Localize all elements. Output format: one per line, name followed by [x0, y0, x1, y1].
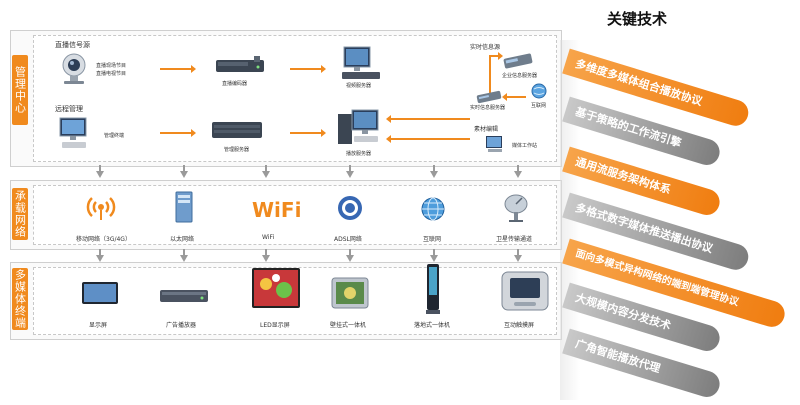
info-service-label: 企业信息服务器 [502, 73, 538, 79]
carrier-item-label: ADSL网络 [334, 236, 362, 243]
media-item-label: 广告播放器 [166, 322, 197, 329]
flow-arrow [160, 65, 196, 73]
live-encoder-label: 直播编码器 [222, 81, 248, 87]
broadcast-server-icon [338, 109, 379, 144]
carrier-item-label: 卫星传输通道 [496, 236, 533, 243]
wall-mount-icon [331, 277, 369, 309]
media-tab: 多媒体终端 [12, 268, 28, 330]
down-arrow [262, 249, 270, 262]
adsl-icon [338, 196, 362, 220]
flow-arrow [160, 129, 196, 137]
down-arrow [514, 249, 522, 262]
remote-mgmt-label: 远程管理 [55, 105, 83, 113]
camera-icon [62, 53, 86, 84]
flow-arrow [489, 55, 491, 95]
down-arrow [346, 165, 354, 178]
media-workstation-icon [486, 136, 502, 152]
flow-arrow [386, 115, 470, 123]
flow-arrow [290, 129, 326, 137]
carrier-item-label: 以太网络 [170, 236, 195, 243]
mgmt-server-icon [212, 122, 262, 138]
realtime-source-label: 实时信息源 [470, 44, 501, 51]
flow-arrow [489, 52, 503, 60]
live-source-label: 直播信号源 [55, 41, 90, 49]
media-item-label: 显示屏 [89, 322, 108, 329]
carrier-panel-inner [33, 185, 557, 245]
down-arrow [262, 165, 270, 178]
down-arrow [180, 249, 188, 262]
media-item-label: 壁挂式一体机 [330, 322, 367, 329]
realtime-server-icon [476, 90, 502, 104]
tech-item-label: 广角智能播放代理 [573, 337, 662, 376]
media-workstation-label: 媒体工作站 [512, 143, 538, 149]
internet-label: 互联网 [531, 103, 547, 109]
key-tech-title: 关键技术 [607, 10, 668, 28]
flow-arrow [502, 93, 526, 101]
live-source-item: 直播电视节目 [96, 71, 127, 77]
carrier-item-label: 移动网络（3G/4G） [76, 236, 131, 243]
encoder-icon [216, 56, 264, 72]
media-item-label: 落地式一体机 [414, 322, 451, 329]
internet-globe-icon [531, 83, 547, 99]
display-screen-icon [82, 282, 118, 304]
video-server-icon [342, 46, 380, 79]
info-service-icon [503, 53, 533, 69]
internet-globe-icon [421, 197, 445, 221]
media-item-label: 互动触摸屏 [504, 322, 535, 329]
carrier-item-label: 互联网 [423, 236, 442, 243]
material-edit-label: 素材编辑 [474, 126, 499, 133]
live-source-item: 直播现场节目 [96, 63, 127, 69]
down-arrow [96, 165, 104, 178]
down-arrow [96, 249, 104, 262]
mobile-network-icon [86, 197, 116, 220]
mgmt-terminal-label: 管理终端 [104, 133, 125, 139]
management-panel-inner [33, 35, 557, 162]
realtime-server-label: 实时信息服务器 [470, 105, 506, 111]
mgmt-terminal-icon [59, 117, 87, 148]
tech-item-label: 通用流服务架构体系 [573, 155, 673, 197]
led-display-icon [252, 268, 300, 308]
management-panel [10, 30, 562, 167]
ad-player-icon [160, 290, 208, 302]
wifi-icon: WiFi [252, 198, 302, 222]
media-item-label: LED显示屏 [260, 322, 290, 329]
tech-item-label: 基于策略的工作流引擎 [573, 105, 683, 150]
down-arrow [346, 249, 354, 262]
tech-item-label: 大规模内容分发技术 [573, 291, 673, 333]
touch-screen-icon [501, 271, 549, 311]
flow-arrow [386, 135, 470, 143]
satellite-dish-icon [504, 194, 528, 222]
carrier-tab: 承载网络 [12, 188, 28, 240]
down-arrow [430, 165, 438, 178]
broadcast-server-label: 播放服务器 [346, 151, 372, 157]
carrier-item-label: WiFi [262, 234, 275, 241]
flow-arrow [290, 65, 326, 73]
floor-standing-icon [426, 264, 440, 314]
down-arrow [430, 249, 438, 262]
down-arrow [180, 165, 188, 178]
mgmt-server-label: 管理服务器 [224, 147, 250, 153]
management-tab: 管理中心 [12, 55, 28, 125]
ethernet-server-icon [175, 191, 193, 223]
down-arrow [514, 165, 522, 178]
video-server-label: 视频服务器 [346, 83, 372, 89]
